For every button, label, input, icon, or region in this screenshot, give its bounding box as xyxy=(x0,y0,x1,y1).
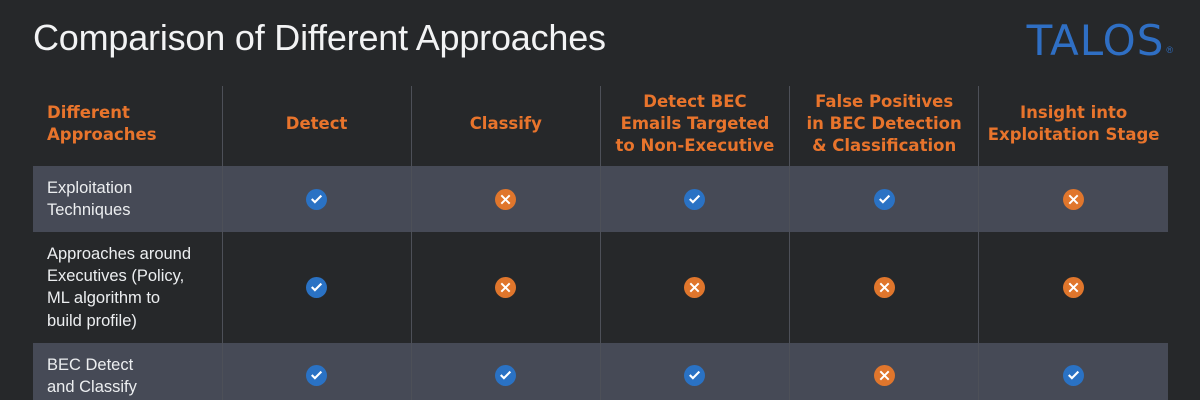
header-line: Emails Targeted xyxy=(620,114,770,134)
status-cell xyxy=(221,232,412,343)
row-label-line: and Classify xyxy=(47,377,137,396)
row-label-line: Approaches around xyxy=(47,245,192,264)
header-line: Approaches xyxy=(47,125,157,144)
status-cell xyxy=(978,232,1168,343)
talos-logo-wordmark: Talos xyxy=(1026,16,1165,65)
status-cell xyxy=(978,166,1168,233)
header-line: False Positives xyxy=(815,92,954,112)
check-circle-icon xyxy=(495,365,517,387)
row-label-cell: BEC Detect and Classify xyxy=(33,342,222,400)
row-label-line: Executives (Policy, xyxy=(47,267,185,286)
row-label-line: Exploitation xyxy=(47,179,133,197)
header-line: Classify xyxy=(469,114,542,134)
status-cell xyxy=(410,166,601,233)
status-cell xyxy=(599,166,790,233)
check-circle-icon xyxy=(684,188,706,210)
header-line: in BEC Detection xyxy=(806,114,962,134)
cross-circle-icon xyxy=(495,188,517,210)
check-circle-icon xyxy=(306,188,328,210)
cross-circle-icon xyxy=(684,276,706,298)
header-line: Exploitation Stage xyxy=(987,125,1160,144)
talos-logo: Talos ® xyxy=(1027,20,1173,62)
page-title: Comparison of Different Approaches xyxy=(33,17,606,58)
status-cell xyxy=(789,166,979,233)
header-cell-2: Classify xyxy=(410,86,601,166)
status-cell xyxy=(410,232,601,343)
check-circle-icon xyxy=(873,188,895,210)
header-line: Different xyxy=(47,103,130,123)
cross-circle-icon xyxy=(1063,188,1085,210)
row-label-line: Techniques xyxy=(47,201,131,220)
header-line: & Classification xyxy=(812,135,957,155)
check-circle-icon xyxy=(684,365,706,387)
header-cell-1: Detect xyxy=(221,86,412,166)
check-circle-icon xyxy=(1063,365,1085,387)
check-circle-icon xyxy=(306,276,328,298)
header-line: Detect xyxy=(285,114,348,134)
status-cell xyxy=(221,166,412,233)
status-cell xyxy=(599,232,790,343)
status-cell xyxy=(410,342,601,400)
status-cell xyxy=(789,232,979,343)
cross-circle-icon xyxy=(873,365,895,387)
header-line: Insight into xyxy=(1020,103,1128,123)
header-line: to Non-Executive xyxy=(615,135,775,155)
status-cell xyxy=(221,342,412,400)
registered-trademark-icon: ® xyxy=(1166,45,1173,55)
check-circle-icon xyxy=(306,365,328,387)
header-line: Detect BEC xyxy=(643,92,747,112)
row-label-line: ML algorithm to xyxy=(47,289,161,308)
table-row: BEC Detect and Classify xyxy=(33,342,1168,400)
status-cell xyxy=(978,342,1168,400)
cross-circle-icon xyxy=(495,276,517,298)
row-label-line: build profile) xyxy=(47,311,137,330)
status-cell xyxy=(789,342,979,400)
row-label-line: BEC Detect xyxy=(47,355,134,374)
cross-circle-icon xyxy=(873,276,895,298)
status-cell xyxy=(599,342,790,400)
cross-circle-icon xyxy=(1063,276,1085,298)
